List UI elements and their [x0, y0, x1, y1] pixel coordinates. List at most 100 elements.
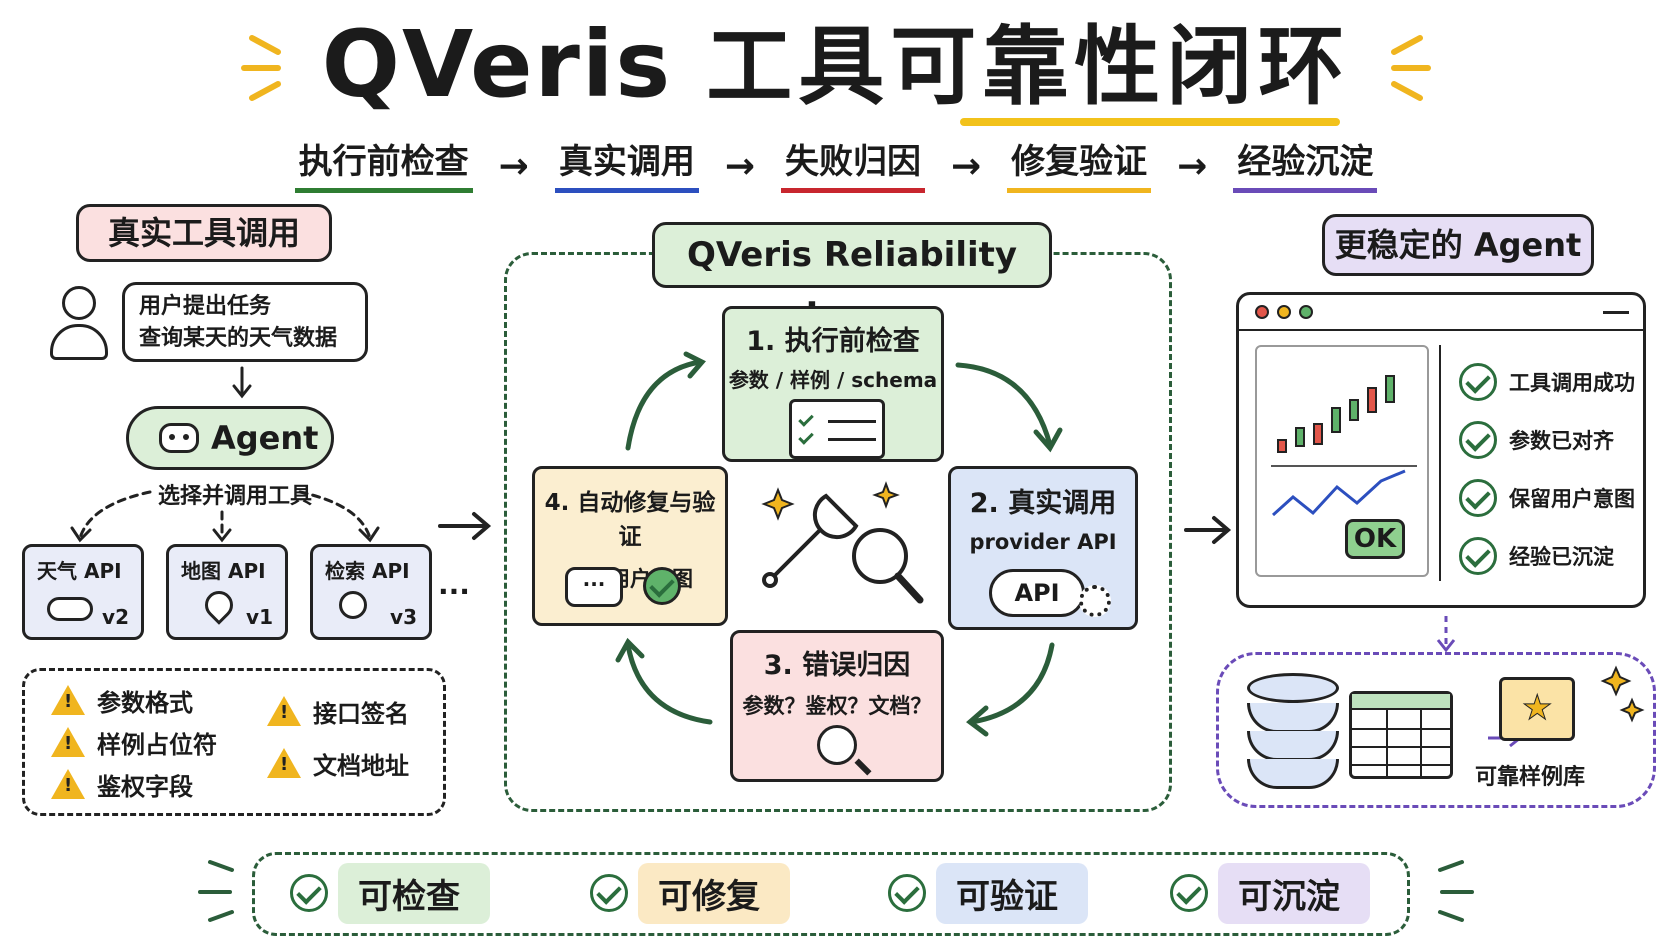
warning-icon: [267, 748, 301, 778]
left-header: 真实工具调用: [76, 204, 332, 262]
warning-icon: [51, 769, 85, 799]
process-flow: 执行前检查 → 真实调用 → 失败归因 → 修复验证 → 经验沉淀: [0, 140, 1672, 193]
api-name: 地图 API: [181, 559, 266, 583]
check-item: 工具调用成功: [1459, 353, 1635, 411]
bottom-item-check: 可检查: [290, 862, 490, 924]
check-list: 工具调用成功 参数已对齐 保留用户意图 经验已沉淀: [1459, 353, 1635, 585]
agent-node: Agent: [126, 406, 334, 470]
check-circle-icon: [1459, 537, 1497, 575]
task-bubble: 用户提出任务 查询某天的天气数据: [122, 282, 368, 362]
step-sub: 参数？鉴权？文档？: [742, 694, 932, 718]
flow-step-experience: 经验沉淀: [1233, 140, 1378, 193]
flow-arrow: →: [1177, 146, 1208, 187]
api-version: v3: [390, 605, 417, 629]
api-name: 检索 API: [325, 559, 410, 583]
flow-arrow: →: [498, 146, 529, 187]
bottom-item-verify: 可验证: [888, 862, 1088, 924]
api-card-search: 检索 API v3: [310, 544, 432, 640]
check-circle-icon: [1459, 479, 1497, 517]
candle: [1331, 407, 1341, 433]
gear-icon: [1079, 585, 1111, 617]
minimize-dot-icon: [1277, 305, 1291, 319]
step-sub: 保留用户意图: [567, 567, 693, 591]
candle: [1385, 375, 1395, 403]
chat-bubble-icon: ···: [565, 567, 623, 607]
bottom-item-fix: 可修复: [590, 862, 790, 924]
title-cn: 工具可靠性闭环: [706, 17, 1351, 117]
candle: [1349, 399, 1359, 421]
agent-label: Agent: [211, 419, 319, 457]
check-circle-icon: [888, 874, 926, 912]
check-circle-icon: [1170, 874, 1208, 912]
candle: [1313, 423, 1323, 445]
cloud-api-icon: API: [989, 569, 1085, 617]
loop-step-4: 4. 自动修复与验证 保留用户意图 ···: [532, 466, 728, 626]
menu-icon: [1603, 311, 1629, 314]
flow-step-fix: 修复验证: [1007, 140, 1152, 193]
flow-step-call: 真实调用: [554, 140, 699, 193]
title-highlight: [960, 118, 1340, 126]
api-version: v1: [246, 605, 273, 629]
search-icon: [339, 591, 367, 619]
magnifier-icon: [817, 725, 872, 776]
warning-item: 文档地址: [267, 737, 409, 789]
flow-step-attribution: 失败归因: [781, 140, 925, 193]
bubble-line-2: 查询某天的天气数据: [139, 326, 338, 351]
warning-icon: [51, 727, 85, 757]
step-title: 1. 执行前检查: [746, 326, 920, 357]
right-header: 更稳定的 Agent: [1322, 214, 1594, 276]
agent-window: OK 工具调用成功 参数已对齐 保留用户意图 经验已沉淀: [1236, 292, 1646, 608]
database-icon: [1247, 673, 1339, 791]
close-dot-icon: [1255, 305, 1269, 319]
step-sub: 参数 / 样例 / schema: [728, 368, 938, 392]
check-circle-icon: [1459, 421, 1497, 459]
chart-panel: OK: [1255, 345, 1429, 577]
step-title: 4. 自动修复与验证: [544, 490, 716, 550]
step-title: 2. 真实调用: [969, 488, 1117, 519]
line-sparkline: [1271, 469, 1406, 517]
select-tool-label: 选择并调用工具: [157, 484, 312, 509]
candle: [1277, 439, 1287, 453]
bottom-item-settle: 可沉淀: [1170, 862, 1370, 924]
candle: [1295, 427, 1305, 447]
check-item: 参数已对齐: [1459, 411, 1635, 469]
window-titlebar: [1239, 295, 1643, 331]
warning-item: 鉴权字段: [51, 763, 217, 805]
more-apis: ...: [438, 568, 470, 601]
flow-step-check: 执行前检查: [294, 140, 473, 193]
candle: [1367, 387, 1377, 413]
flow-arrow: →: [724, 146, 755, 187]
library-frame: ★ 可靠样例库: [1216, 652, 1656, 808]
warning-icon: [267, 696, 301, 726]
table-icon: [1349, 691, 1453, 779]
check-item: 经验已沉淀: [1459, 527, 1635, 585]
user-icon: [50, 286, 108, 362]
library-label: 可靠样例库: [1475, 765, 1586, 790]
bottom-banner: [252, 852, 1410, 936]
api-card-weather: 天气 API v2: [22, 544, 144, 640]
check-icon: [643, 567, 681, 609]
robot-icon: [159, 423, 199, 453]
step-sub: provider API: [969, 530, 1117, 554]
warning-icon: [51, 685, 85, 715]
step-title: 3. 错误归因: [763, 650, 911, 681]
bubble-line-1: 用户提出任务: [139, 294, 272, 319]
cloud-sun-icon: [47, 597, 93, 621]
loop-step-2: 2. 真实调用 provider API API: [948, 466, 1138, 630]
api-version: v2: [102, 605, 129, 629]
title-latin: QVeris: [321, 11, 673, 118]
warning-item: 参数格式: [51, 679, 217, 721]
maximize-dot-icon: [1299, 305, 1313, 319]
star-folder-icon: ★: [1499, 677, 1575, 741]
warning-panel: 参数格式 样例占位符 鉴权字段 接口签名 文档地址: [22, 668, 446, 816]
map-pin-icon: [199, 585, 239, 625]
loop-step-1: 1. 执行前检查 参数 / 样例 / schema: [722, 306, 944, 462]
check-item: 保留用户意图: [1459, 469, 1635, 527]
loop-step-3: 3. 错误归因 参数？鉴权？文档？: [730, 630, 944, 782]
api-card-map: 地图 API v1: [166, 544, 288, 640]
check-circle-icon: [1459, 363, 1497, 401]
checklist-icon: [789, 399, 885, 459]
check-circle-icon: [590, 874, 628, 912]
warning-item: 样例占位符: [51, 721, 217, 763]
